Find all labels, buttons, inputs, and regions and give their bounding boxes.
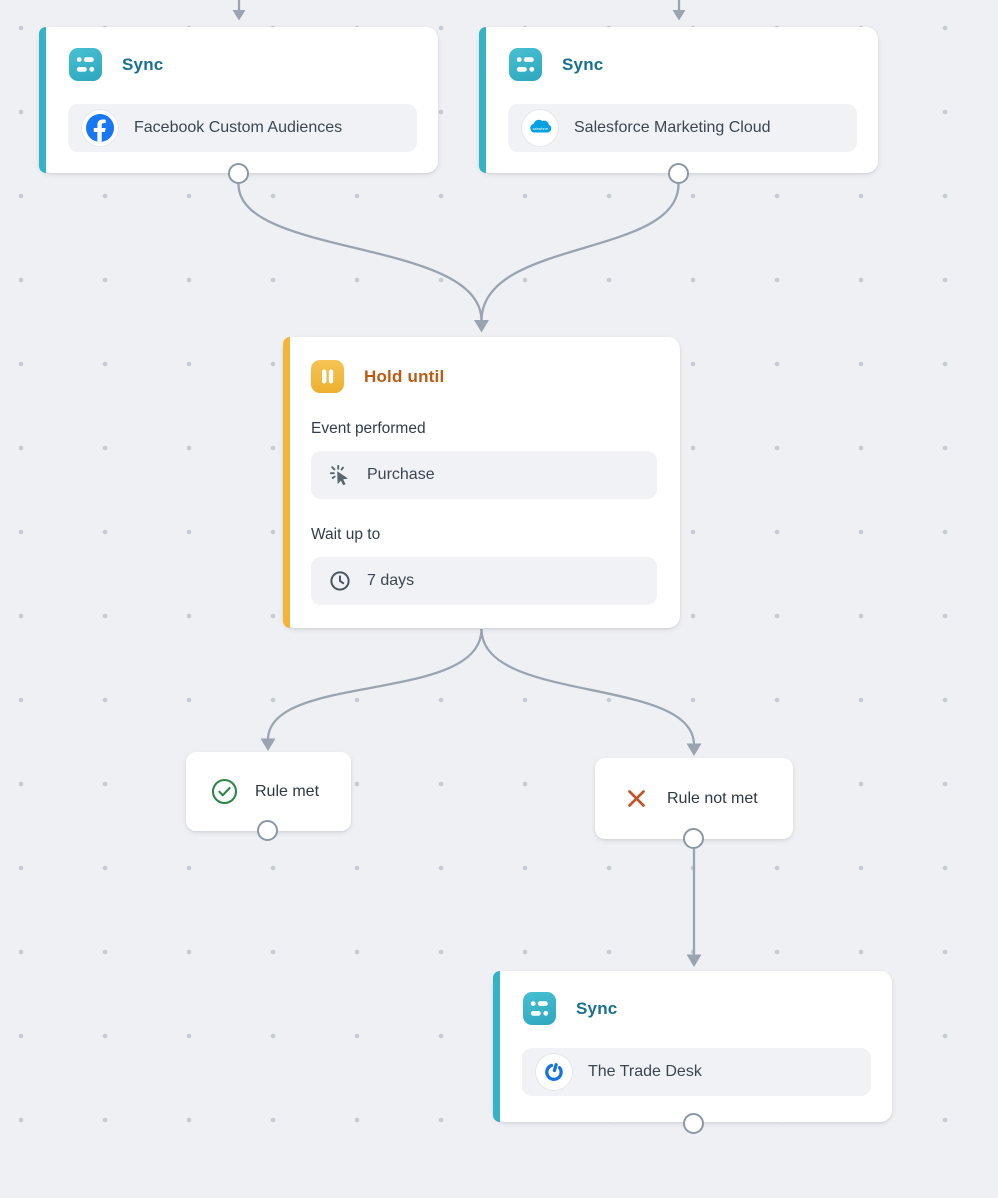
arrowhead-icon <box>686 954 702 967</box>
facebook-logo-icon <box>82 110 118 146</box>
wait-value: 7 days <box>367 572 415 589</box>
x-icon <box>626 788 647 809</box>
salesforce-logo-icon: salesforce <box>522 110 558 146</box>
wait-value-pill: 7 days <box>311 557 657 605</box>
wait-up-to-label: Wait up to <box>311 526 381 543</box>
node-hold-until[interactable]: Hold until Event performed Purchase Wait <box>283 337 680 628</box>
port-sync-facebook[interactable] <box>228 163 249 184</box>
node-title: Hold until <box>364 366 445 386</box>
rule-met-label: Rule met <box>255 782 320 800</box>
sync-accent-bar <box>493 971 500 1122</box>
event-performed-label: Event performed <box>311 420 426 437</box>
click-cursor-icon <box>328 463 352 487</box>
node-title: Sync <box>122 54 164 74</box>
event-value: Purchase <box>367 466 435 483</box>
clock-icon <box>328 569 352 593</box>
arrowhead-icon <box>686 743 702 756</box>
arrowhead-icon <box>672 10 686 21</box>
svg-text:salesforce: salesforce <box>533 127 549 131</box>
arrowhead-icon <box>232 10 246 21</box>
sync-icon <box>509 48 542 81</box>
tradedesk-logo-icon <box>536 1054 572 1090</box>
edge-facebook-to-hold <box>237 183 483 322</box>
sync-destination-pill: The Trade Desk <box>522 1048 871 1096</box>
check-circle-icon <box>211 778 238 805</box>
port-rule-not-met[interactable] <box>683 828 704 849</box>
sync-destination-pill: salesforce Salesforce Marketing Cloud <box>508 104 857 152</box>
arrowhead-icon <box>474 320 489 333</box>
sync-accent-bar <box>39 27 46 173</box>
destination-name: The Trade Desk <box>588 1063 702 1080</box>
pause-icon <box>311 360 344 393</box>
destination-name: Facebook Custom Audiences <box>134 119 343 136</box>
edge-salesforce-to-hold <box>480 183 680 322</box>
edge-hold-to-rule-met <box>266 628 483 741</box>
sync-accent-bar <box>479 27 486 173</box>
rule-not-met-label: Rule not met <box>667 789 758 807</box>
sync-icon <box>69 48 102 81</box>
sync-icon <box>523 992 556 1025</box>
node-rule-met[interactable]: Rule met <box>186 752 351 831</box>
port-rule-met[interactable] <box>257 820 278 841</box>
node-sync-facebook[interactable]: Sync Facebook Custom Audiences <box>39 27 438 173</box>
hold-accent-bar <box>283 337 290 628</box>
node-sync-salesforce[interactable]: Sync salesforce Salesforce Marketing Clo… <box>479 27 878 173</box>
node-sync-tradedesk[interactable]: Sync The Trade Desk <box>493 971 892 1122</box>
destination-name: Salesforce Marketing Cloud <box>574 119 771 136</box>
sync-destination-pill: Facebook Custom Audiences <box>68 104 417 152</box>
event-value-pill: Purchase <box>311 451 657 499</box>
arrowhead-icon <box>260 738 276 751</box>
edge-hold-to-rule-not-met <box>480 628 696 746</box>
node-title: Sync <box>562 54 604 74</box>
port-sync-tradedesk[interactable] <box>683 1113 704 1134</box>
node-rule-not-met[interactable]: Rule not met <box>595 758 793 839</box>
port-sync-salesforce[interactable] <box>668 163 689 184</box>
node-title: Sync <box>576 998 618 1018</box>
